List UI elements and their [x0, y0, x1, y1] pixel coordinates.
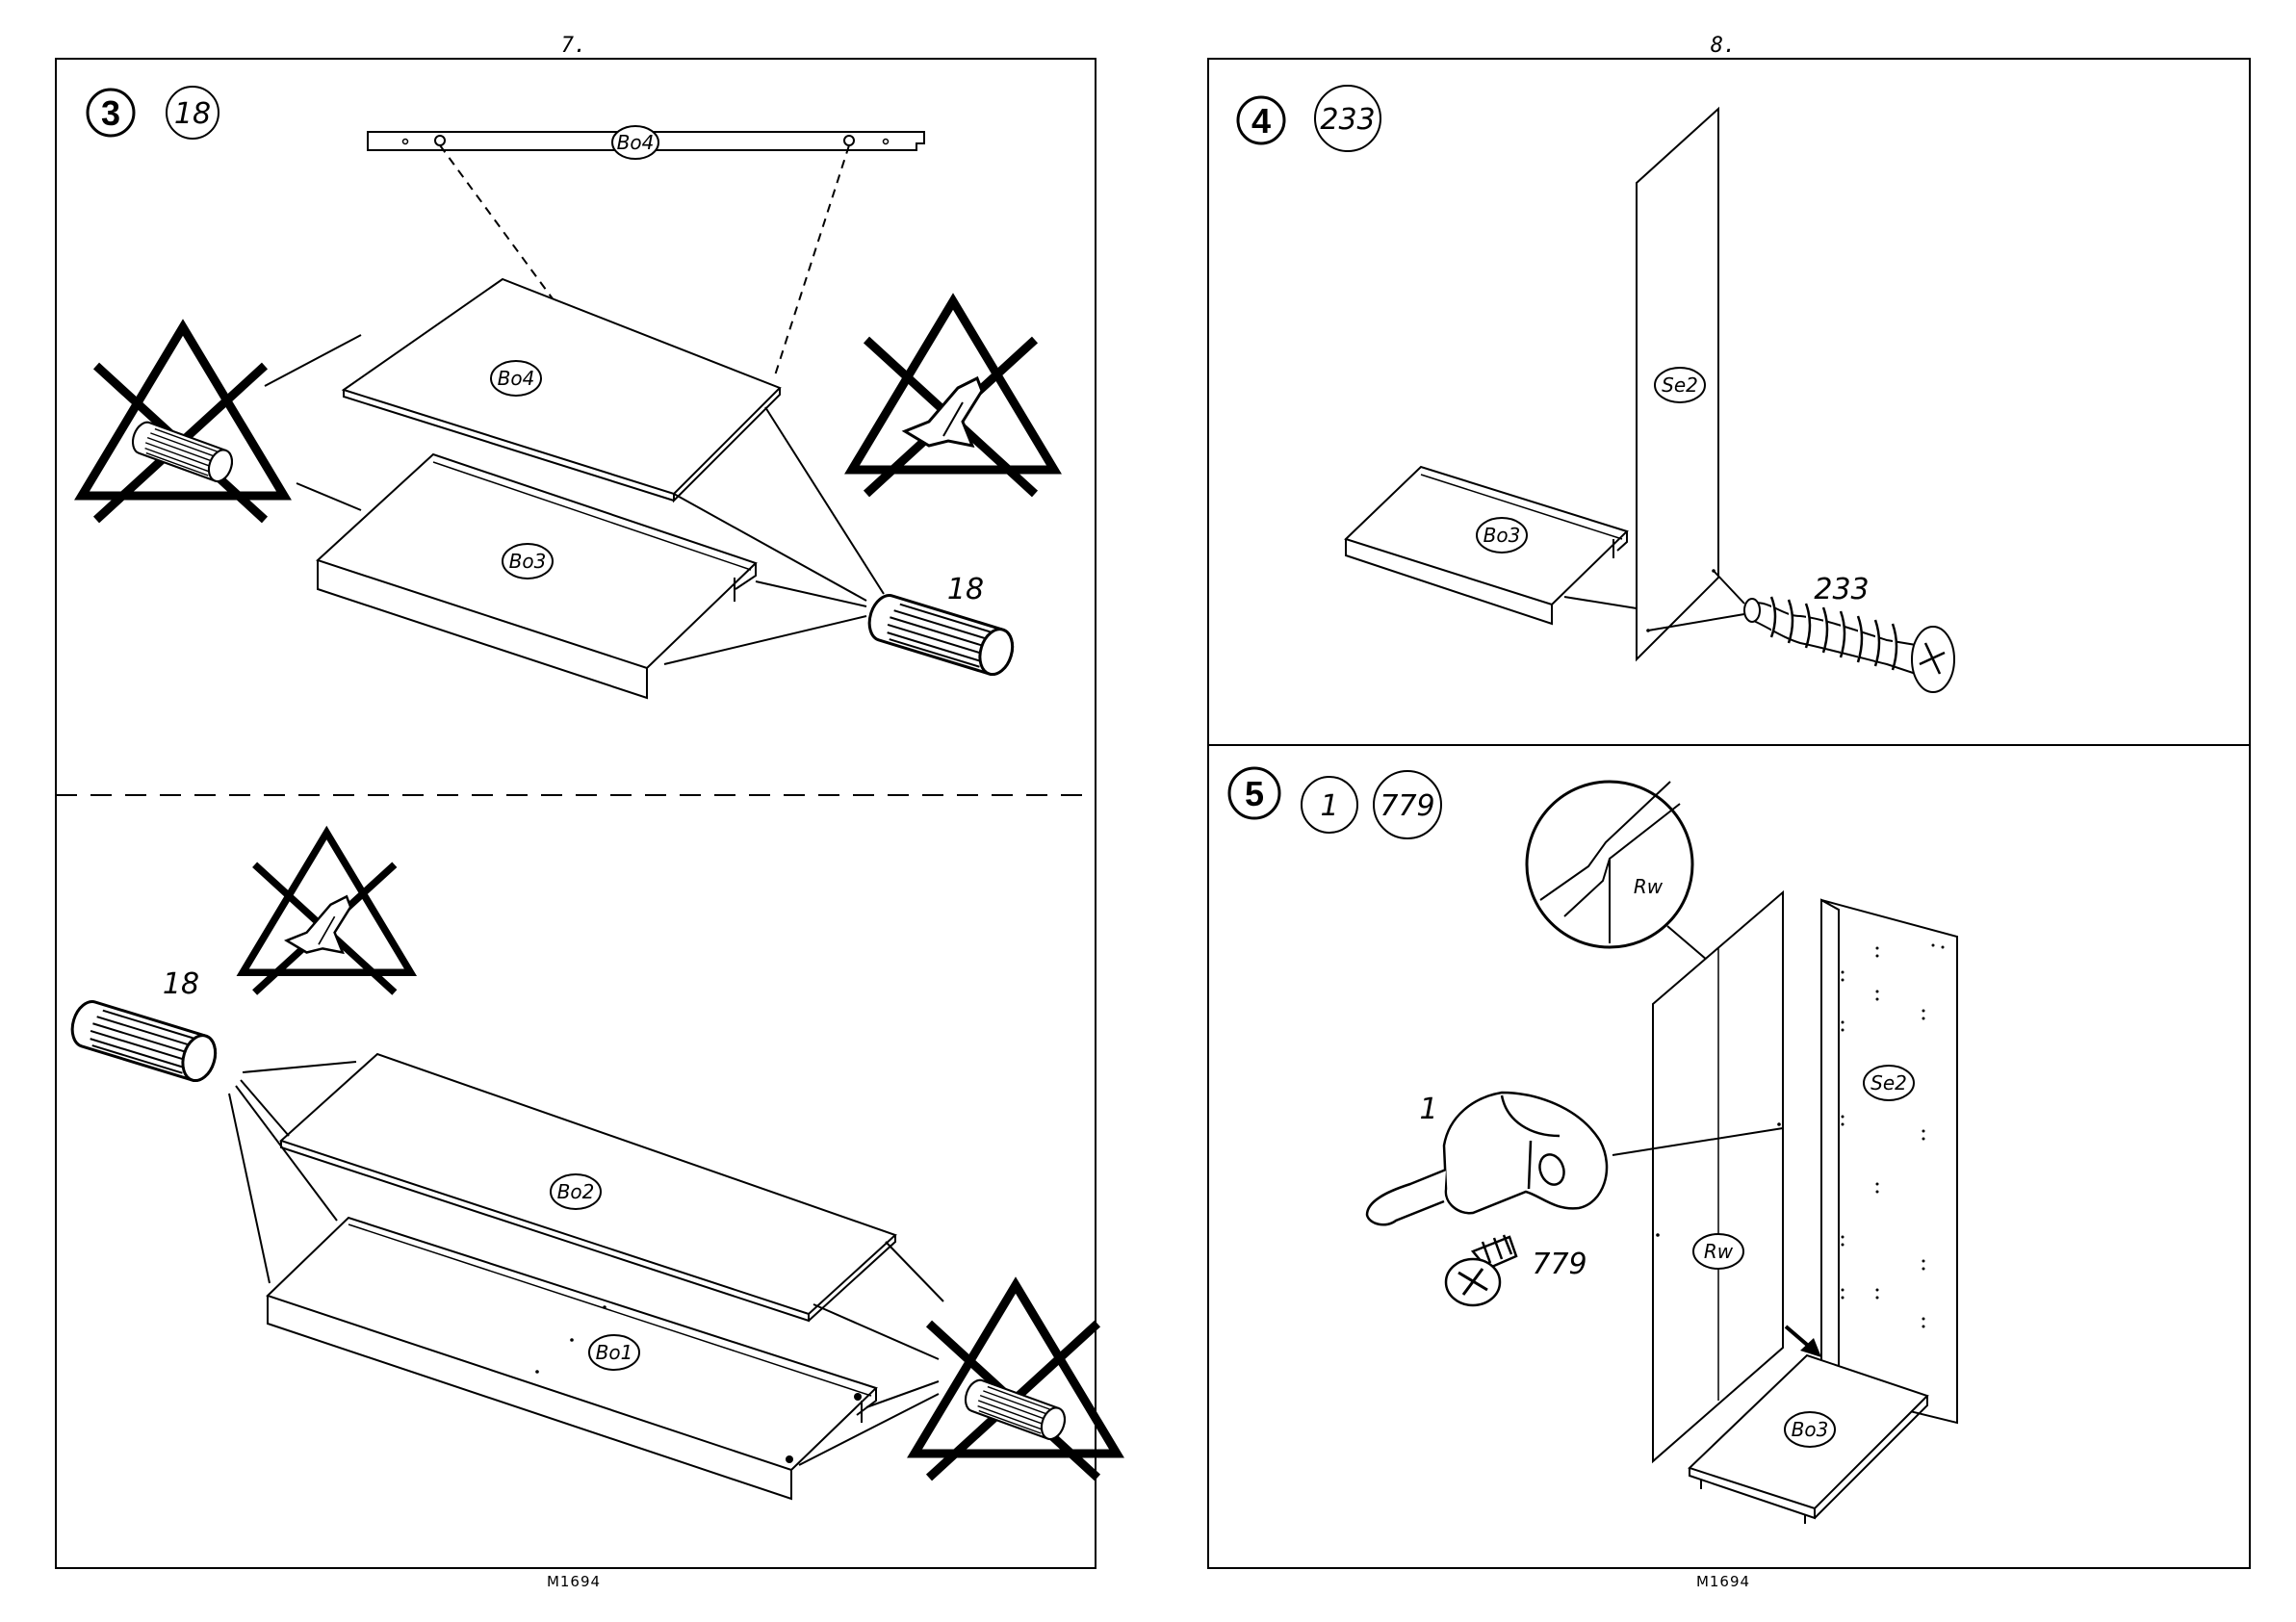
page-number: 7.	[561, 34, 587, 58]
step-quantity: 779	[1380, 789, 1434, 823]
part-se2-panel: Se2	[1637, 109, 1718, 659]
part-bo4-panel: Bo4	[344, 279, 780, 501]
part-label: Bo4	[498, 367, 535, 390]
part-label: Bo4	[617, 131, 655, 154]
dowel-quantity: 18	[947, 573, 984, 606]
part-label: Bo2	[557, 1180, 595, 1203]
dowel-pin	[67, 997, 220, 1084]
no-glue-on-dowel-warning-icon	[915, 1285, 1117, 1478]
page-number: 8.	[1711, 34, 1737, 58]
cam-bolt	[1744, 597, 1954, 692]
no-glue-on-dowel-warning-icon	[82, 327, 284, 520]
page-7: 7. M1694 3 18 Bo4 Bo4	[56, 34, 1117, 1590]
part-label: Se2	[1870, 1071, 1907, 1094]
no-glue-warning-icon	[243, 833, 410, 992]
step-quantity: 1	[1320, 789, 1338, 823]
dowel-pin	[864, 591, 1018, 678]
part-label: Bo3	[1792, 1418, 1829, 1441]
footer-code: M1694	[547, 1573, 601, 1590]
step-number: 3	[101, 93, 120, 133]
part-label: Se2	[1662, 373, 1698, 397]
arrow-icon	[1786, 1326, 1821, 1357]
screw	[1446, 1235, 1516, 1305]
part-label: Bo1	[596, 1341, 633, 1364]
screw-quantity: 779	[1532, 1248, 1587, 1281]
detail-magnifier: Rw	[1527, 782, 1736, 986]
part-bo3-shelf: Bo3	[318, 454, 756, 698]
dowel-quantity: 18	[163, 967, 199, 1001]
footer-code: M1694	[1696, 1573, 1750, 1590]
part-label: Rw	[1634, 875, 1664, 898]
part-label: Bo3	[509, 550, 547, 573]
part-bo4-rail: Bo4	[368, 126, 924, 159]
part-se2-panel: Se2	[1821, 900, 1957, 1423]
hook-quantity: 1	[1419, 1093, 1437, 1126]
part-label: Rw	[1704, 1240, 1734, 1263]
no-glue-warning-icon	[852, 301, 1054, 494]
step-quantity: 233	[1320, 103, 1375, 137]
page-8: 8. M1694 4 233 Se2 Bo3	[1208, 34, 2250, 1590]
step-number: 5	[1245, 774, 1264, 813]
step-quantity: 18	[174, 97, 211, 131]
cam-bolt-quantity: 233	[1814, 573, 1869, 606]
part-label: Bo3	[1483, 524, 1521, 547]
step-number: 4	[1251, 101, 1271, 141]
connector-hook	[1367, 1093, 1607, 1224]
part-rw-panel: Rw	[1653, 892, 1783, 1461]
